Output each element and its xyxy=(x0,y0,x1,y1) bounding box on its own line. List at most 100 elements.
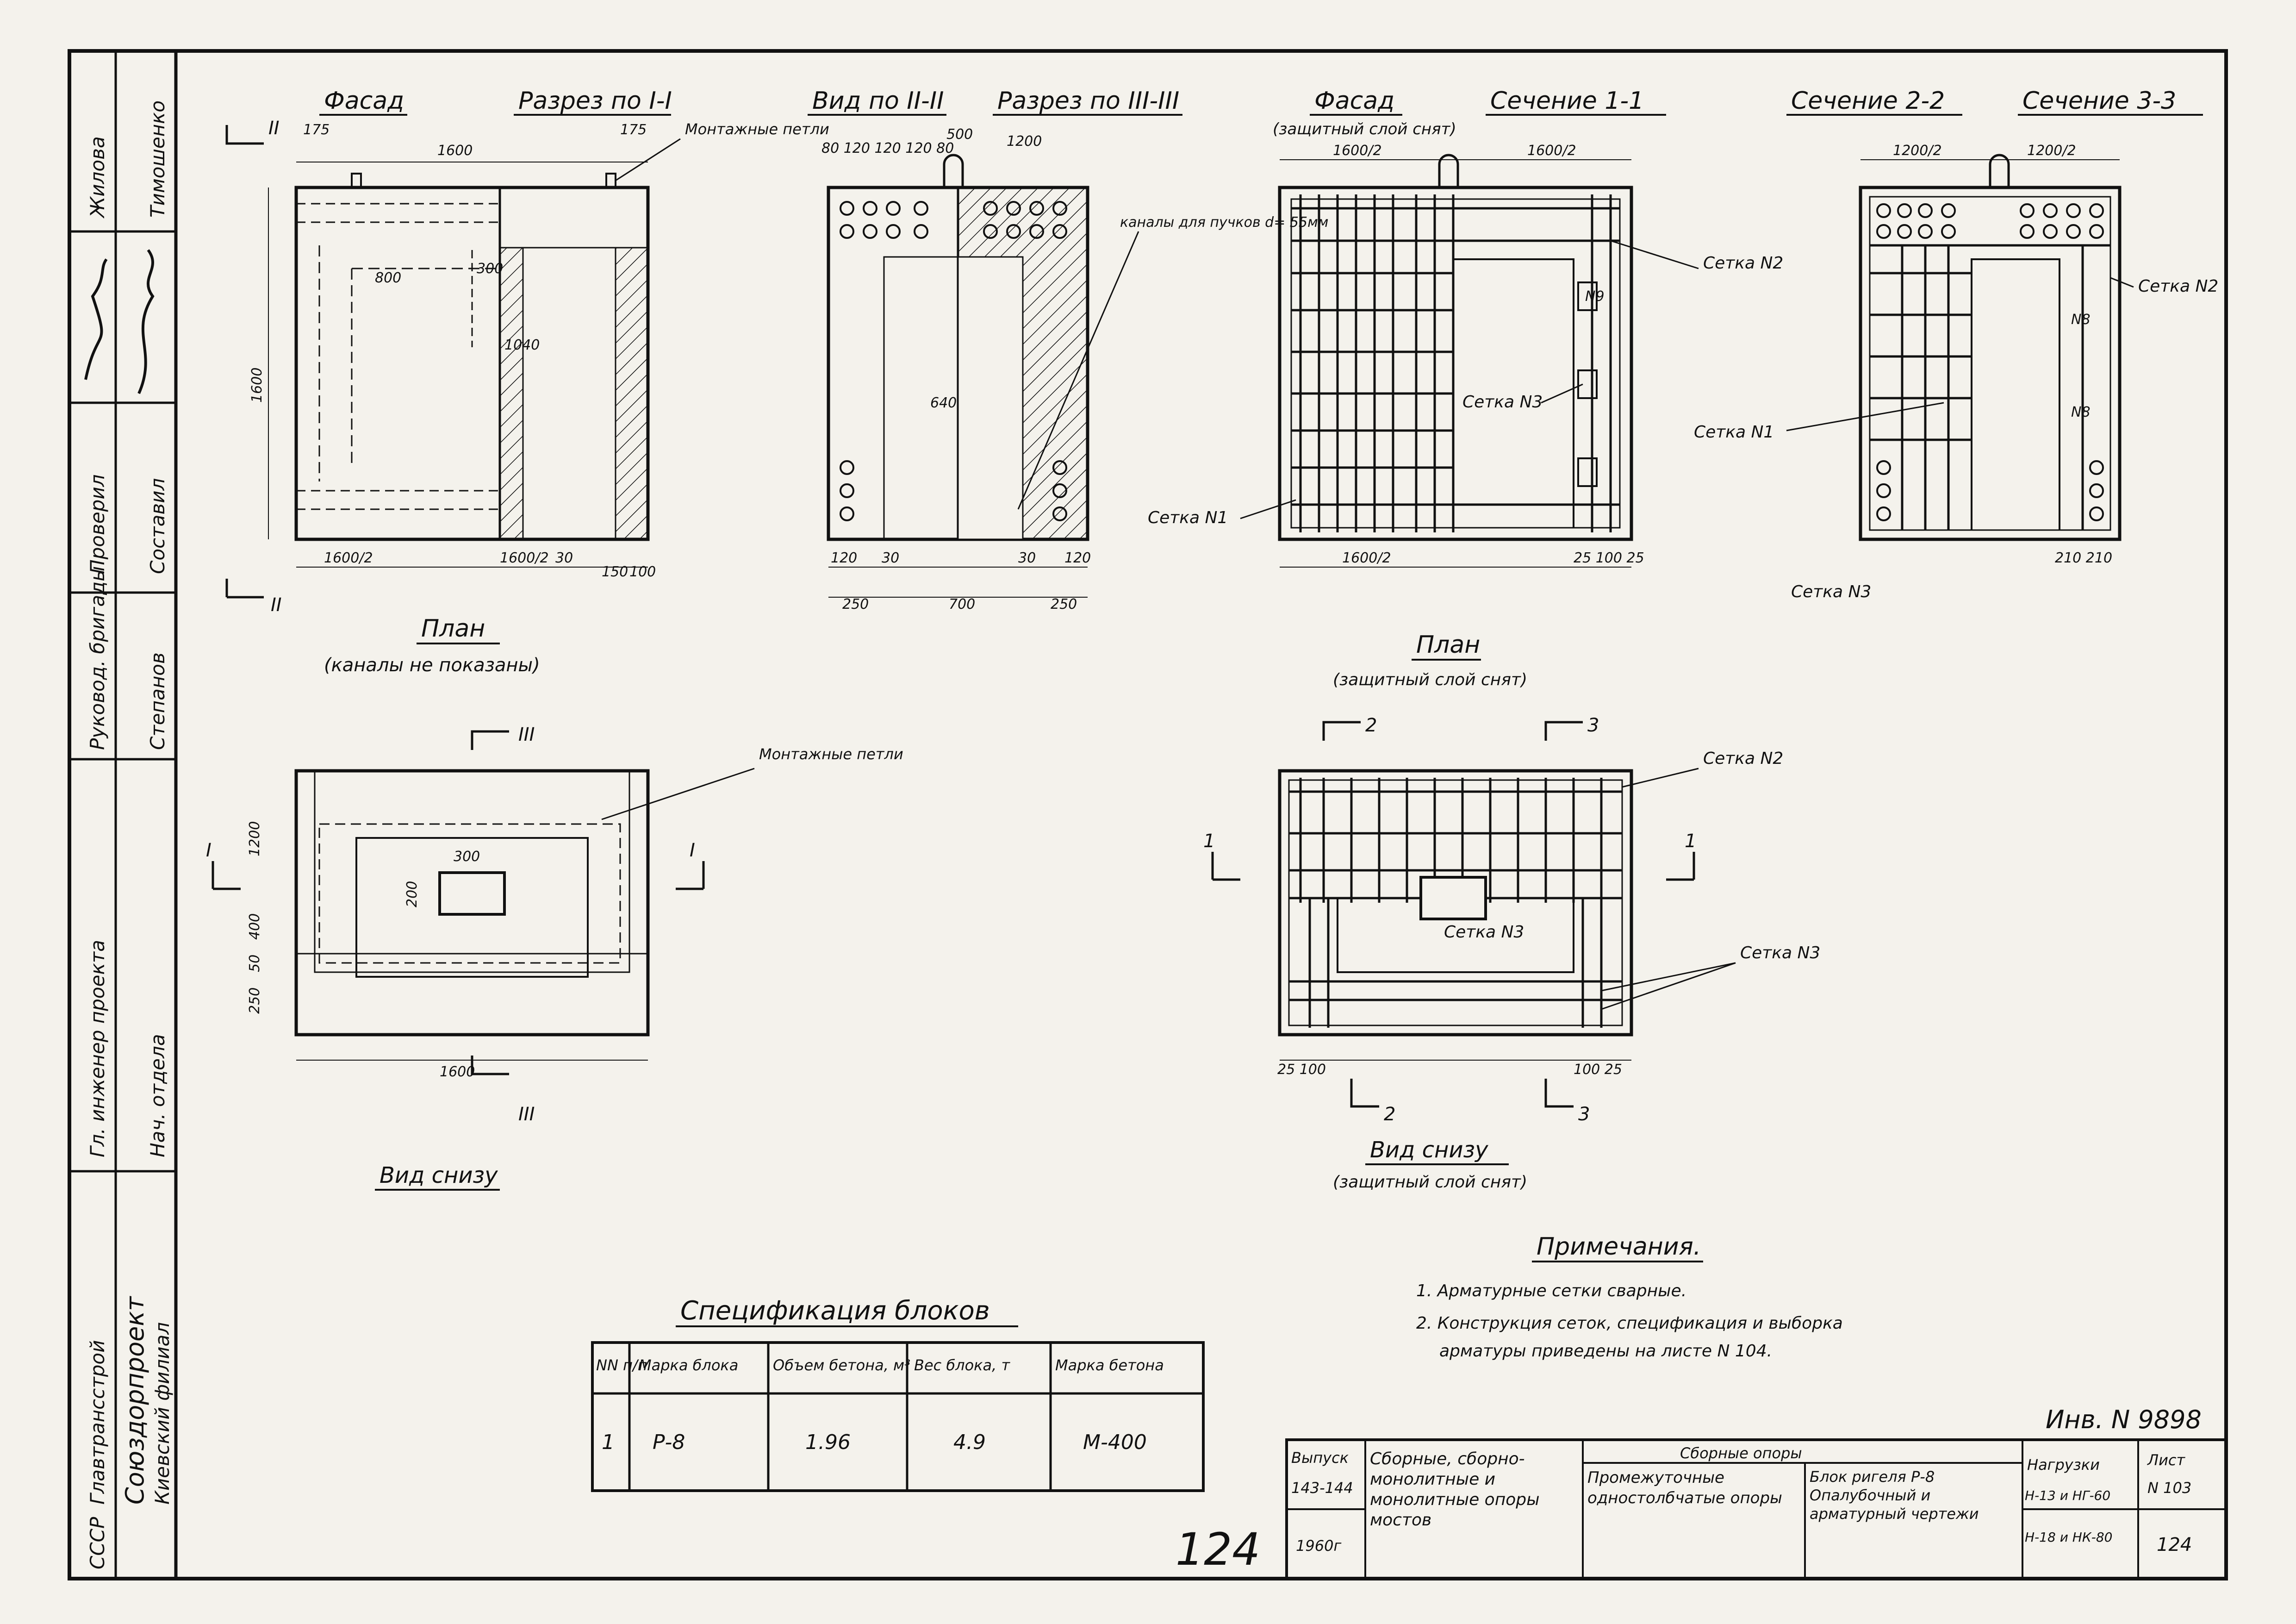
dim-175a: 175 xyxy=(303,122,330,138)
title-sect-1-1: Сечение 1-1 xyxy=(1490,87,1644,115)
label-mounting-loops-1: Монтажные петли xyxy=(685,120,829,138)
rebar-vertical xyxy=(1299,194,1612,532)
notes-title: Примечания. xyxy=(1537,1233,1701,1261)
dim-800: 800 xyxy=(375,270,401,286)
mark-3-top: 3 xyxy=(1587,715,1599,736)
left-strip-texts: Жилова Тимошенко Проверил Составил Руков… xyxy=(86,100,174,1569)
spec-cell-no: 1 xyxy=(602,1430,615,1454)
dim-175b: 175 xyxy=(620,122,647,138)
plan-left-note: (каналы не показаны) xyxy=(324,655,540,676)
signature-2 xyxy=(137,249,155,394)
label-mesh-n1-a: Сетка N1 xyxy=(1148,508,1228,527)
tb-drawing: Блок ригеля Р-8 Опалубочный и арматурный… xyxy=(1810,1468,1979,1523)
mark-3-bottom: 3 xyxy=(1578,1104,1590,1125)
outer-frame xyxy=(68,49,2228,1580)
tb-sheet-label: Лист xyxy=(2147,1451,2185,1469)
dim-1600-2c: 1600/2 xyxy=(1333,143,1382,159)
spec-header-volume: Объем бетона, м³ xyxy=(773,1356,910,1374)
label-n9-a: N9 xyxy=(1585,288,1605,305)
dim-1600: 1600 xyxy=(437,143,473,159)
dim-30a: 30 xyxy=(882,550,899,566)
tb-category: Сборные опоры xyxy=(1680,1444,1802,1462)
tb-loads-2: Н-18 и НК-80 xyxy=(2025,1530,2112,1545)
title-block: Инв. N 9898 Выпуск 143-144 1960г Сборные… xyxy=(1285,1405,2228,1580)
dim-1200b: 1200 xyxy=(247,821,263,856)
mark-ii-top: II xyxy=(268,118,280,139)
spec-cell-mark: Р-8 xyxy=(653,1430,685,1454)
title-plan-left: План xyxy=(421,615,485,643)
strip-checked: Проверил xyxy=(86,475,109,574)
dim-500: 500 xyxy=(946,126,973,143)
dim-30: 30 xyxy=(555,550,573,566)
dim-300: 300 xyxy=(477,261,503,277)
plan-right-note: (защитный слой снят) xyxy=(1333,670,1527,689)
spec-cell-grade: М-400 xyxy=(1083,1430,1147,1454)
tb-year: 1960г xyxy=(1296,1537,1341,1555)
facade-rebar-view: 1600/2 1600/2 1600/2 25 100 25 N9 Сетка … xyxy=(1148,143,1783,568)
title-bottom-right: Вид снизу xyxy=(1370,1137,1488,1163)
section-channel-circles xyxy=(1876,203,2104,521)
tb-series: Сборные, сборно-монолитные и монолитные … xyxy=(1370,1449,1540,1530)
tb-sheet-alt: 124 xyxy=(2157,1534,2192,1555)
dim-1600b: 1600 xyxy=(440,1064,475,1080)
spec-cell-weight: 4.9 xyxy=(953,1430,986,1454)
dim-300b: 300 xyxy=(454,849,480,865)
dim-25-100: 25 100 xyxy=(1277,1062,1326,1078)
strip-name-1: Жилова xyxy=(86,136,109,219)
dim-700: 700 xyxy=(949,596,975,612)
dim-50: 50 xyxy=(247,955,263,972)
rebar-horizontal xyxy=(1291,207,1620,506)
label-channels: каналы для пучков d= 55мм xyxy=(1120,214,1328,231)
label-n8-b: N8 xyxy=(2071,404,2091,420)
mark-iii-top: III xyxy=(518,724,535,745)
notes: Примечания. 1. Арматурные сетки сварные.… xyxy=(1416,1233,1843,1361)
dim-1600-2d: 1600/2 xyxy=(1527,143,1576,159)
title-sect-3-3: Сечение 3-3 xyxy=(2022,87,2176,115)
bottom-right-note: (защитный слой снят) xyxy=(1333,1173,1527,1192)
mark-i-left: I xyxy=(206,840,212,861)
strip-chief-engineer: Гл. инженер проекта xyxy=(86,940,109,1157)
mark-1-left: 1 xyxy=(1203,831,1215,852)
dim-80-120: 80 120 120 120 80 xyxy=(821,140,954,156)
dim-120b: 120 xyxy=(1064,550,1091,566)
inventory-number: Инв. N 9898 xyxy=(2046,1405,2202,1434)
spec-header-weight: Вес блока, т xyxy=(914,1356,1010,1374)
spec-header-grade: Марка бетона xyxy=(1055,1356,1164,1374)
title-view-2: Вид по II-II xyxy=(812,87,944,115)
mark-i-right: I xyxy=(690,840,695,861)
label-mesh-n3-c: Сетка N3 xyxy=(1444,923,1524,942)
strip-org-2: Союздорпроект xyxy=(120,1296,149,1505)
plan-right-view: 25 100 100 25 2 3 2 3 1 1 Сетка N2 Сетка… xyxy=(1203,715,1820,1125)
dim-250a: 250 xyxy=(842,596,869,612)
label-mesh-n1-b: Сетка N1 xyxy=(1694,423,1774,442)
mark-2-top: 2 xyxy=(1365,715,1377,736)
dim-100-25: 100 25 xyxy=(1574,1062,1622,1078)
facade-right-note: (защитный слой снят) xyxy=(1273,120,1456,138)
title-facade-right: Фасад xyxy=(1314,87,1394,115)
strip-org-1: Главтрансстрой xyxy=(86,1340,109,1505)
note-1: 1. Арматурные сетки сварные. xyxy=(1416,1281,1686,1300)
strip-drafted: Составил xyxy=(146,478,169,574)
note-2: 2. Конструкция сеток, спецификация и выб… xyxy=(1416,1314,1843,1333)
dim-1040: 1040 xyxy=(504,337,540,353)
title-bottom-left: Вид снизу xyxy=(380,1162,498,1188)
title-section-1: Разрез по I-I xyxy=(518,87,672,115)
channel-circles xyxy=(840,201,1067,521)
spec-cell-volume: 1.96 xyxy=(805,1430,851,1454)
note-2b: арматуры приведены на листе N 104. xyxy=(1439,1342,1772,1361)
label-mesh-n2-c: Сетка N2 xyxy=(1703,749,1783,768)
dim-1200: 1200 xyxy=(1007,133,1042,150)
label-mesh-n3-b: Сетка N3 xyxy=(1791,582,1871,601)
dim-1200-2b: 1200/2 xyxy=(2027,143,2076,159)
dim-250b: 250 xyxy=(1051,596,1077,612)
view-titles: Фасад Разрез по I-I Вид по II-II Разрез … xyxy=(319,87,2203,138)
dim-200: 200 xyxy=(404,881,420,907)
view-2-section-3: 80 120 120 120 80 500 1200 640 120 30 30… xyxy=(821,126,1328,612)
tb-loads-1: Н-13 и НГ-60 xyxy=(2025,1488,2110,1503)
dim-120a: 120 xyxy=(831,550,857,566)
label-mounting-loops-2: Монтажные петли xyxy=(759,745,903,763)
mark-2-bottom: 2 xyxy=(1384,1104,1395,1125)
facade-section-view: 1600 175 175 800 300 1040 1600 1600/2 16… xyxy=(225,118,829,616)
strip-dept-head: Нач. отдела xyxy=(146,1034,169,1157)
